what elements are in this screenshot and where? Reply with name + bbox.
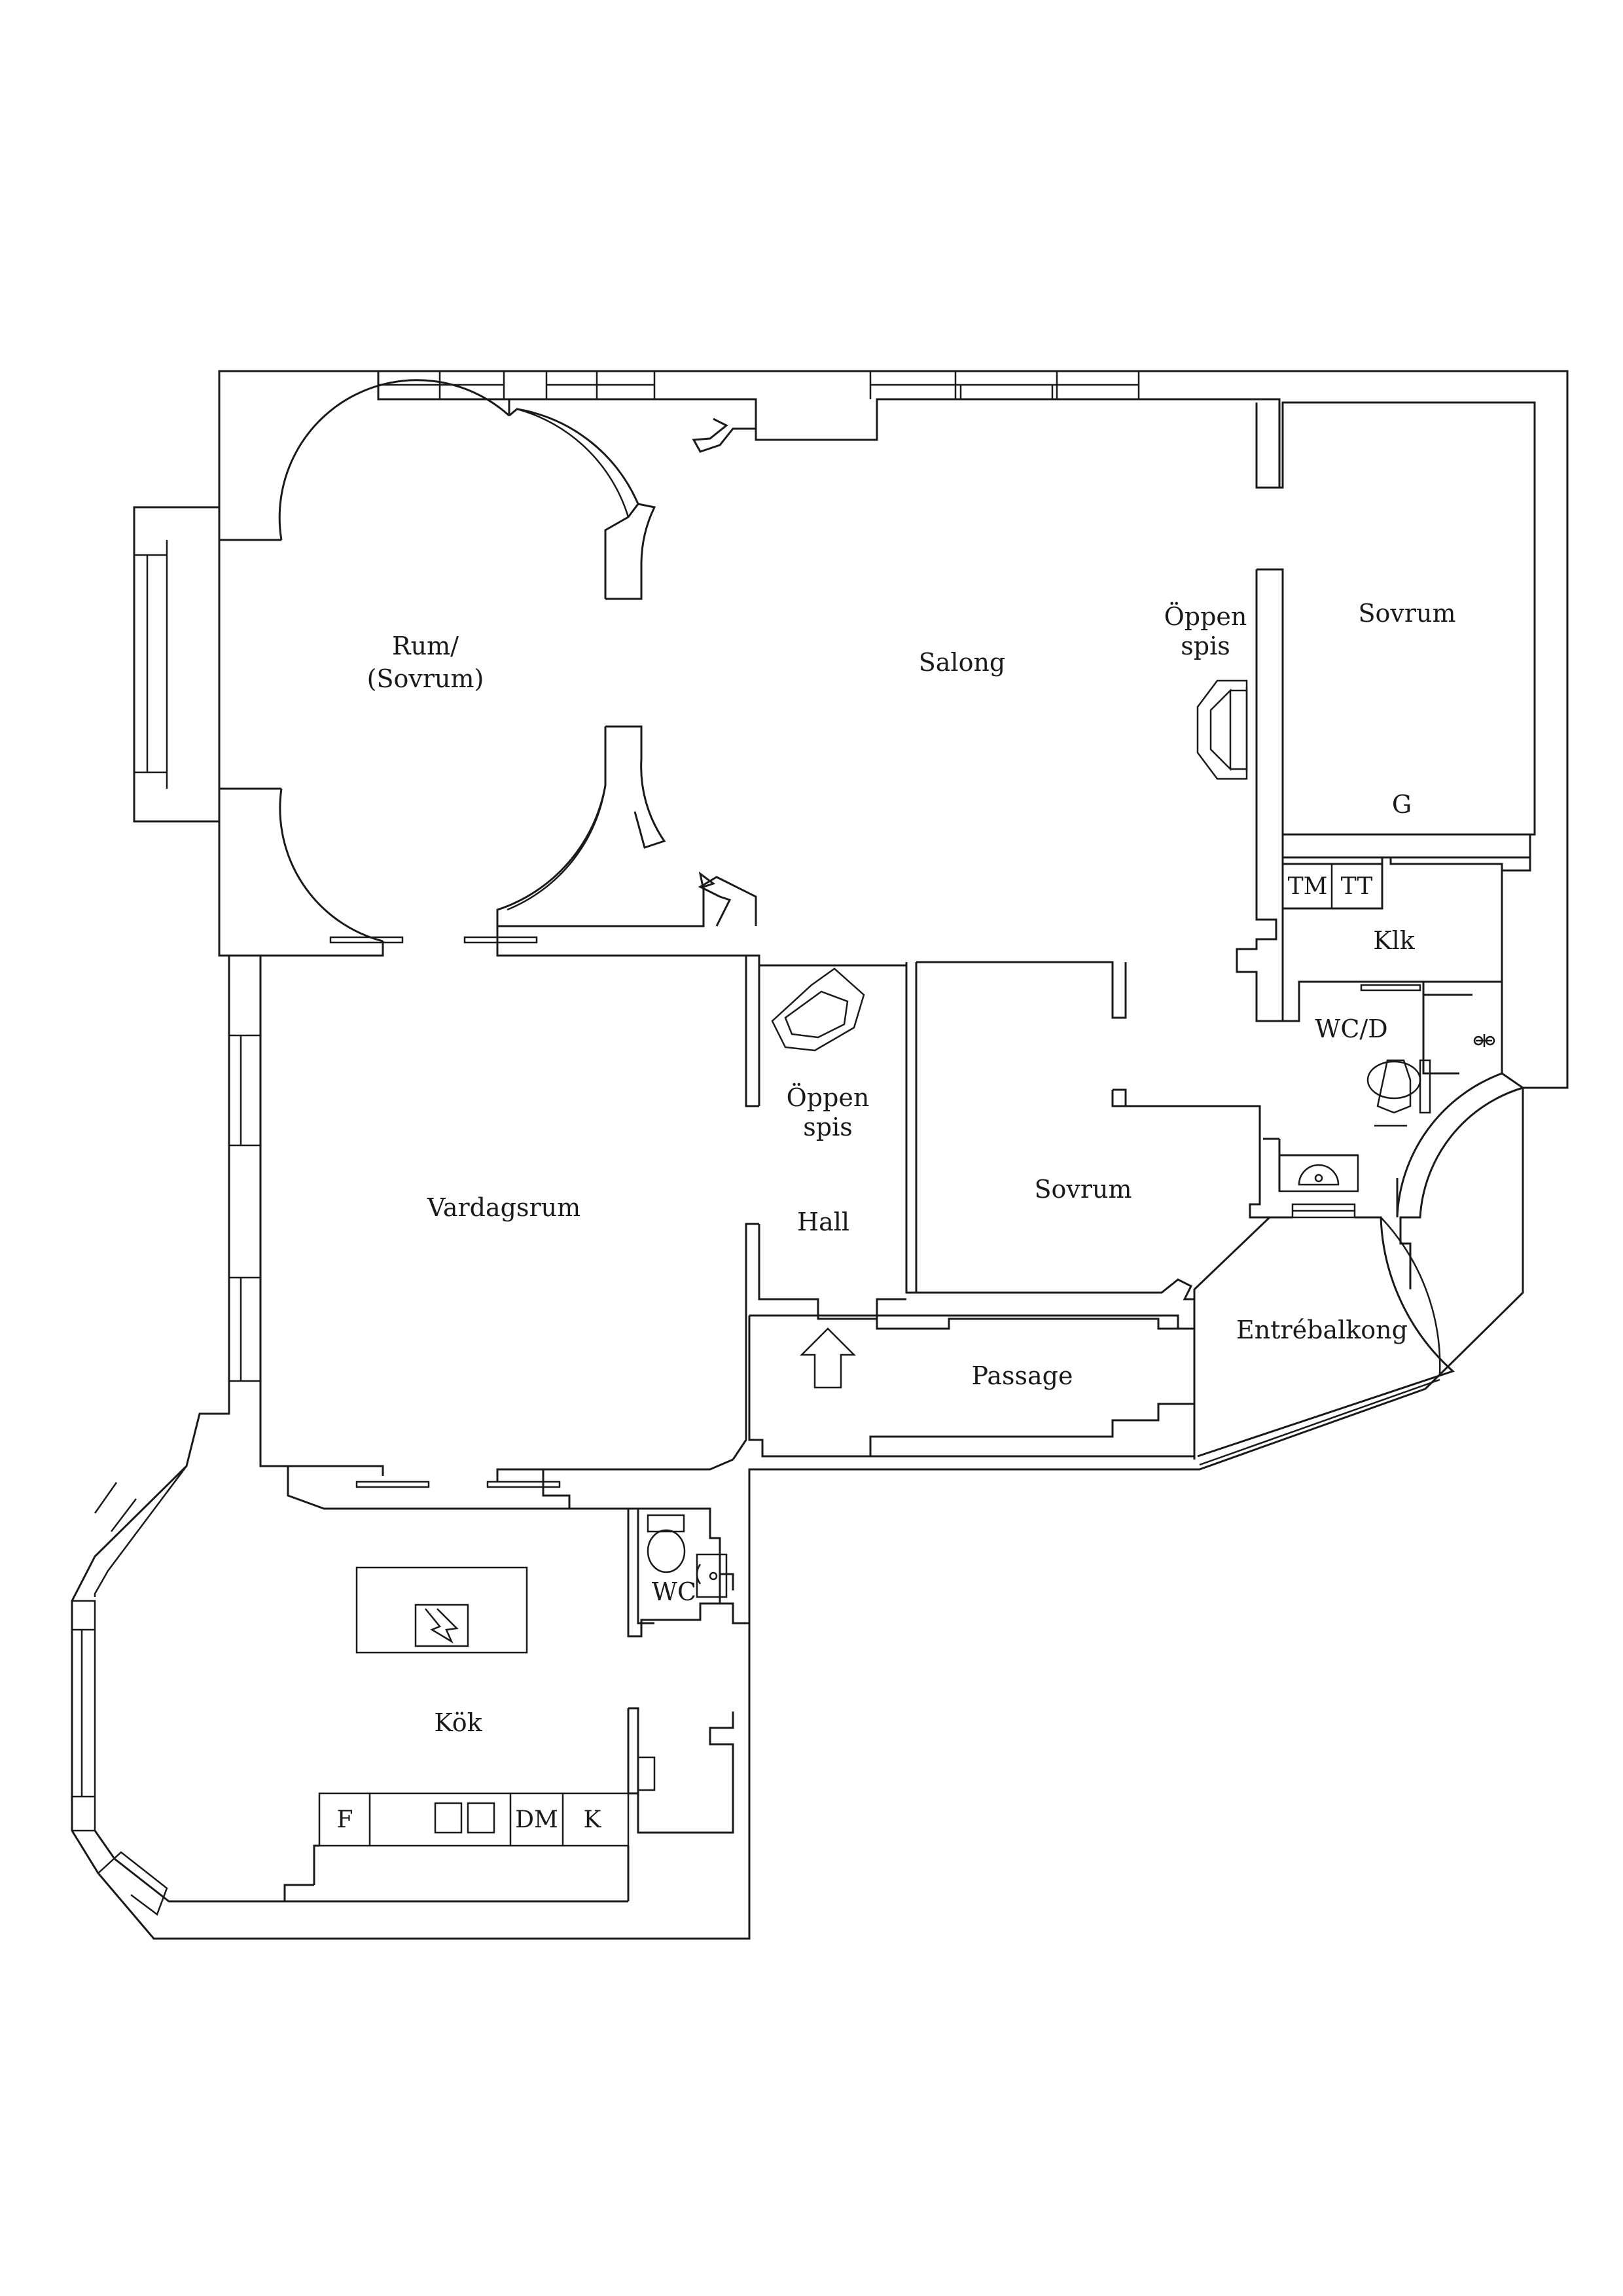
vardagsrum-walls <box>260 954 734 1509</box>
stove-icon <box>414 1604 469 1647</box>
passage-walls <box>748 1314 1194 1458</box>
rum-walls <box>219 379 757 957</box>
room-label-sovrum-1: Sovrum <box>1358 599 1455 628</box>
room-label-hall: Hall <box>797 1208 849 1236</box>
room-label-klk: Klk <box>1373 926 1416 955</box>
oven-icon <box>434 1802 495 1834</box>
room-label-g: G <box>1392 790 1412 819</box>
room-label-wc: WC <box>652 1577 696 1606</box>
outer-walls <box>71 370 1569 1940</box>
appliance-label-k: K <box>584 1806 602 1833</box>
room-label-spis-1: spis <box>1181 632 1230 660</box>
appliance-label-dm: DM <box>515 1806 558 1833</box>
room-label-passage: Passage <box>972 1361 1073 1390</box>
sovrum-2-walls <box>905 961 1270 1300</box>
room-labels: Rum/ (Sovrum) Salong Öppen spis Sovrum G… <box>337 599 1456 1833</box>
fireplace-icon <box>771 967 865 1052</box>
bath-walls <box>1263 856 1524 1289</box>
room-label-salong: Salong <box>919 648 1006 677</box>
salong-walls <box>1196 403 1535 1022</box>
kok-walls <box>285 1507 749 1903</box>
room-label-rum: Rum/ <box>392 632 459 660</box>
appliance-label-f: F <box>337 1806 353 1833</box>
entrance-arrow-icon <box>799 1327 857 1389</box>
sink-icon <box>1278 1154 1359 1193</box>
room-label-oppen-spis-2: Öppen <box>787 1083 870 1112</box>
room-label-spis-2: spis <box>803 1113 852 1141</box>
room-label-kok: Kök <box>434 1708 482 1737</box>
top-windows <box>377 371 1140 399</box>
room-label-sovrum-2: Sovrum <box>1034 1175 1132 1204</box>
room-label-tm: TM <box>1288 873 1328 900</box>
room-label-tt: TT <box>1341 873 1373 900</box>
hall-walls <box>732 954 906 1460</box>
room-label-vardagsrum: Vardagsrum <box>427 1193 580 1222</box>
entrebalkong-walls <box>1193 1216 1455 1466</box>
room-label-rum-sovrum: (Sovrum) <box>367 664 484 693</box>
room-label-wcd: WC/D <box>1315 1014 1387 1043</box>
room-label-oppen-spis-1: Öppen <box>1164 602 1247 631</box>
toilet-icon <box>1376 1059 1412 1114</box>
toilet-icon <box>647 1514 685 1533</box>
room-label-entrebalkong: Entrébalkong <box>1236 1316 1408 1344</box>
